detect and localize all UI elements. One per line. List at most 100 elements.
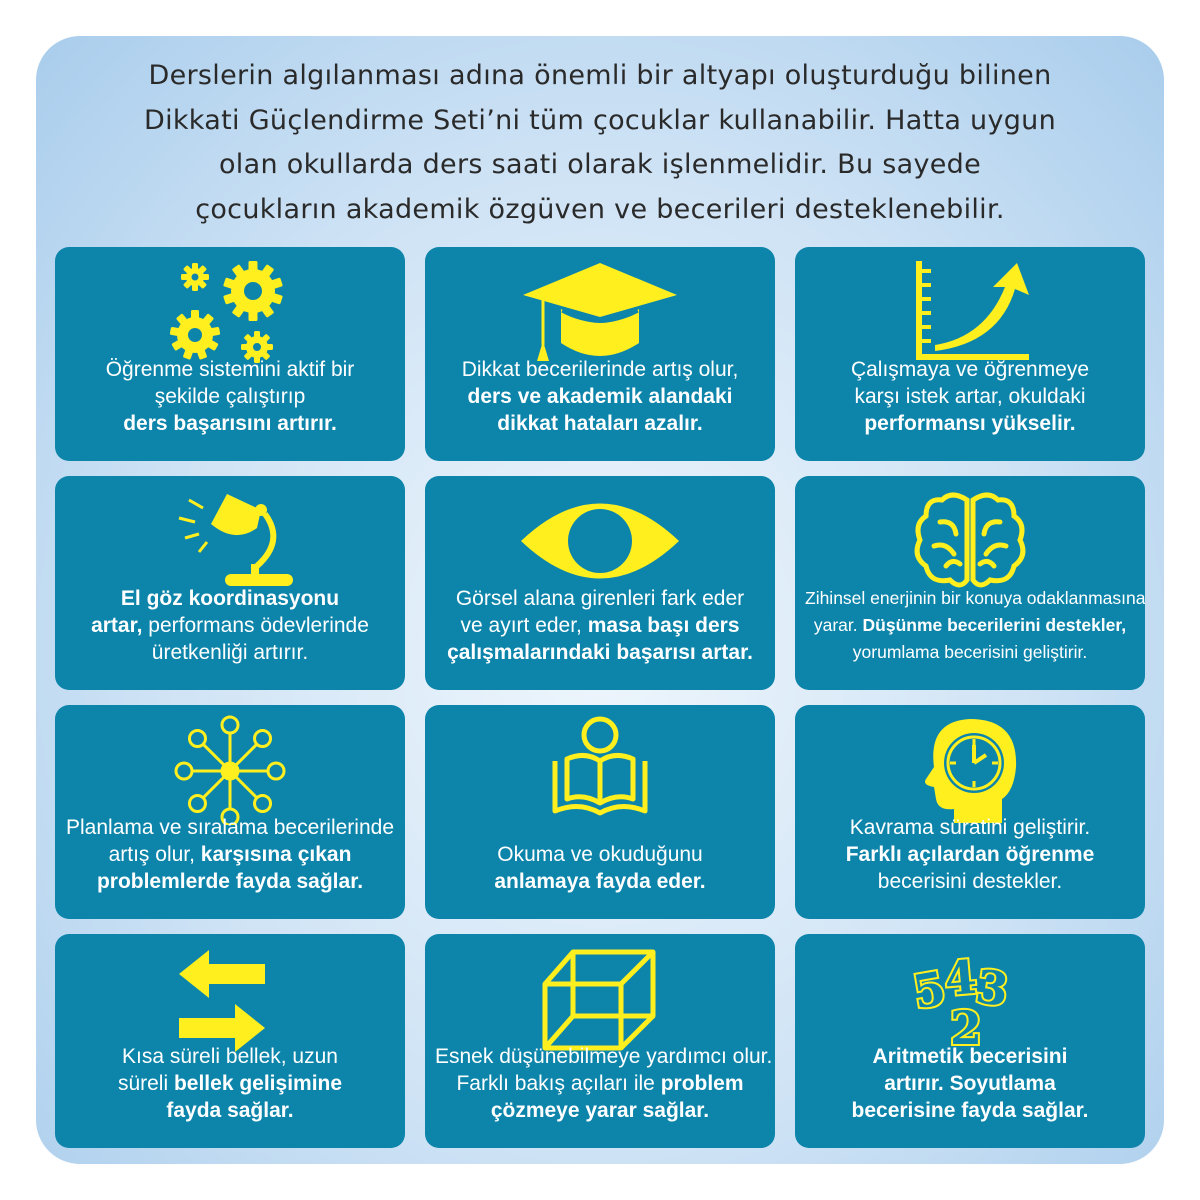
- caption-text: artış olur,: [108, 843, 201, 866]
- caption-bold-text: çözmeye yarar sağlar.: [490, 1099, 710, 1122]
- caption-text: ve ayırt eder,: [460, 614, 588, 637]
- benefit-card: Esnek düşünebilmeye yardımcı olur.Farklı…: [425, 934, 775, 1148]
- caption-text: Kısa süreli bellek, uzun: [122, 1045, 338, 1068]
- caption-text: karşı istek artar, okuldaki: [854, 385, 1086, 408]
- benefit-card: Kavrama süratini geliştirir.Farklı açıla…: [795, 705, 1145, 919]
- info-panel: Derslerin algılanması adına önemli bir a…: [36, 36, 1164, 1164]
- caption-text: Planlama ve sıralama becerilerinde: [66, 816, 394, 839]
- caption-line: ders ve akademik alandaki: [435, 383, 765, 410]
- caption-bold-text: anlamaya fayda eder.: [494, 870, 706, 893]
- caption-line: yorumlama becerisini geliştirir.: [805, 639, 1135, 666]
- caption-line: çalışmalarındaki başarısı artar.: [435, 639, 765, 666]
- caption-bold-text: problemlerde fayda sağlar.: [96, 870, 364, 893]
- caption-line: fayda sağlar.: [65, 1097, 395, 1124]
- card-caption: Esnek düşünebilmeye yardımcı olur.Farklı…: [435, 1043, 772, 1124]
- intro-text: Derslerin algılanması adına önemli bir a…: [76, 54, 1124, 232]
- caption-line: çözmeye yarar sağlar.: [435, 1097, 765, 1124]
- caption-text: Kavrama süratini geliştirir.: [849, 816, 1091, 839]
- caption-text: şekilde çalıştırıp: [154, 385, 306, 408]
- caption-bold-text: artırır. Soyutlama: [884, 1072, 1056, 1095]
- caption-line: Esnek düşünebilmeye yardımcı olur.: [435, 1043, 772, 1070]
- benefit-card: Dikkat becerilerinde artış olur, ders ve …: [425, 247, 775, 461]
- card-caption: Aritmetik becerisini artırır. Soyutlama be…: [805, 1043, 1135, 1124]
- benefit-card: Zihinsel enerjinin bir konuya odaklanmas…: [795, 476, 1145, 690]
- caption-line: becerisini destekler.: [805, 868, 1135, 895]
- head-clock-icon: [795, 705, 1145, 825]
- caption-line: becerisine fayda sağlar.: [805, 1097, 1135, 1124]
- caption-text: becerisini destekler.: [877, 870, 1063, 893]
- caption-bold-text: masa başı ders: [587, 614, 740, 637]
- caption-text: Dikkat becerilerinde artış olur,: [461, 358, 739, 381]
- swap-arrows-icon: [55, 934, 405, 1054]
- caption-bold-text: Düşünme becerilerini destekler,: [862, 615, 1127, 635]
- caption-line: ders başarısını artırır.: [65, 410, 395, 437]
- caption-line: problemlerde fayda sağlar.: [65, 868, 395, 895]
- caption-bold-text: fayda sağlar.: [166, 1099, 294, 1122]
- caption-line: artar, performans ödevlerinde: [65, 612, 395, 639]
- eye-icon: [425, 476, 775, 596]
- caption-line: Kavrama süratini geliştirir.: [805, 814, 1135, 841]
- caption-text: yorumlama becerisini geliştirir.: [852, 642, 1088, 662]
- desk-lamp-icon: [55, 476, 405, 596]
- caption-bold-text: becerisine fayda sağlar.: [851, 1099, 1089, 1122]
- caption-line: Planlama ve sıralama becerilerinde: [65, 814, 395, 841]
- growth-chart-icon: [795, 247, 1145, 367]
- caption-bold-text: Aritmetik becerisini: [872, 1045, 1068, 1068]
- caption-text: yarar.: [813, 615, 863, 635]
- caption-bold-text: ders ve akademik alandaki: [467, 385, 733, 408]
- caption-line: ve ayırt eder, masa başı ders: [435, 612, 765, 639]
- caption-bold-text: karşısına çıkan: [200, 843, 352, 866]
- numeral: 2: [950, 1001, 982, 1054]
- caption-text: Zihinsel enerjinin bir konuya odaklanmas…: [805, 588, 1145, 608]
- reader-icon: [425, 705, 775, 825]
- caption-line: El göz koordinasyonu: [65, 585, 395, 612]
- caption-line: Kısa süreli bellek, uzun: [65, 1043, 395, 1070]
- caption-line: artış olur, karşısına çıkan: [65, 841, 395, 868]
- caption-line: Çalışmaya ve öğrenmeye: [805, 356, 1135, 383]
- card-caption: Okuma ve okuduğunu anlamaya fayda eder.: [435, 841, 765, 895]
- caption-bold-text: El göz koordinasyonu: [120, 587, 340, 610]
- caption-text: üretkenliği artırır.: [151, 641, 309, 664]
- caption-text: süreli: [117, 1072, 174, 1095]
- intro-line: Derslerin algılanması adına önemli bir a…: [148, 60, 1052, 91]
- caption-bold-text: bellek gelişimine: [173, 1072, 343, 1095]
- card-caption: Dikkat becerilerinde artış olur, ders ve …: [435, 356, 765, 437]
- caption-line: Okuma ve okuduğunu: [435, 841, 765, 868]
- caption-bold-text: performansı yükselir.: [864, 412, 1076, 435]
- caption-line: anlamaya fayda eder.: [435, 868, 765, 895]
- card-caption: Zihinsel enerjinin bir konuya odaklanmas…: [805, 585, 1145, 666]
- gears-icon: [55, 247, 405, 367]
- benefit-card: Okuma ve okuduğunu anlamaya fayda eder.: [425, 705, 775, 919]
- caption-bold-text: ders başarısını artırır.: [123, 412, 337, 435]
- caption-line: üretkenliği artırır.: [65, 639, 395, 666]
- network-icon: [55, 705, 405, 825]
- caption-text: Esnek düşünebilmeye yardımcı olur.: [435, 1045, 773, 1068]
- caption-line: karşı istek artar, okuldaki: [805, 383, 1135, 410]
- caption-text: Görsel alana girenleri fark eder: [455, 587, 745, 610]
- caption-line: Zihinsel enerjinin bir konuya odaklanmas…: [805, 585, 1145, 612]
- caption-line: şekilde çalıştırıp: [65, 383, 395, 410]
- caption-bold-text: artar,: [91, 614, 143, 637]
- numeral: 4: [942, 950, 979, 1007]
- intro-line: Dikkati Güçlendirme Seti’ni tüm çocuklar…: [143, 104, 1056, 136]
- caption-line: süreli bellek gelişimine: [65, 1070, 395, 1097]
- caption-line: Görsel alana girenleri fark eder: [435, 585, 765, 612]
- caption-line: Dikkat becerilerinde artış olur,: [435, 356, 765, 383]
- caption-bold-text: dikkat hataları azalır.: [497, 412, 703, 435]
- caption-line: dikkat hataları azalır.: [435, 410, 765, 437]
- caption-line: Öğrenme sistemini aktif bir: [65, 356, 395, 383]
- caption-text: Okuma ve okuduğunu: [497, 843, 703, 866]
- caption-line: Aritmetik becerisini: [805, 1043, 1135, 1070]
- caption-line: yarar. Düşünme becerilerini destekler,: [805, 612, 1135, 639]
